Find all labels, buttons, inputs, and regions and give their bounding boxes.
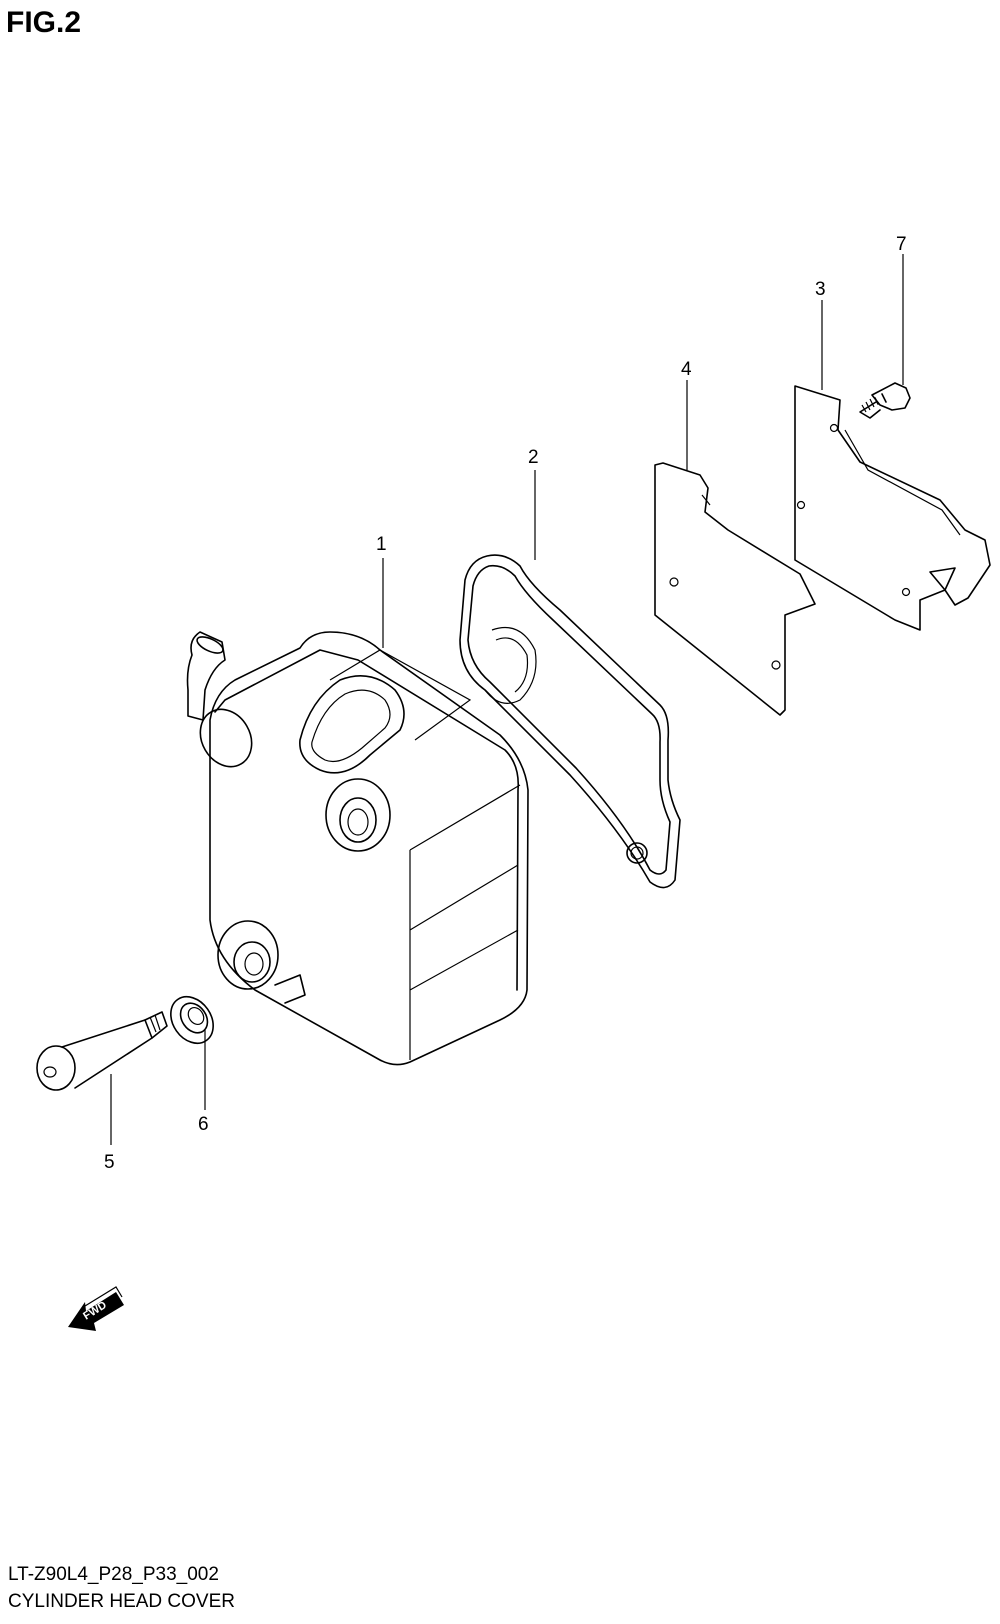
part-5-bolt[interactable] (36, 1011, 168, 1091)
callout-3: 3 (815, 279, 826, 300)
diagram-name: CYLINDER HEAD COVER (8, 1591, 235, 1612)
part-6-washer[interactable] (162, 989, 222, 1052)
leader-lines (110, 254, 904, 1145)
callout-6: 6 (198, 1114, 209, 1135)
callout-7: 7 (896, 234, 907, 255)
callout-2: 2 (528, 447, 539, 468)
part-1-cylinder-head-cover[interactable] (186, 631, 529, 1066)
callout-5: 5 (104, 1152, 115, 1173)
fwd-arrow-icon: FWD (68, 1286, 124, 1331)
callout-4: 4 (681, 359, 692, 380)
part-7-bolt[interactable] (859, 382, 911, 419)
diagram-code: LT-Z90L4_P28_P33_002 (8, 1564, 219, 1585)
part-3-plate[interactable] (794, 385, 991, 631)
figure-title: FIG.2 (6, 6, 82, 39)
callout-1: 1 (376, 534, 387, 555)
part-4-gasket-plate[interactable] (654, 462, 816, 716)
part-2-gasket[interactable] (459, 554, 681, 889)
